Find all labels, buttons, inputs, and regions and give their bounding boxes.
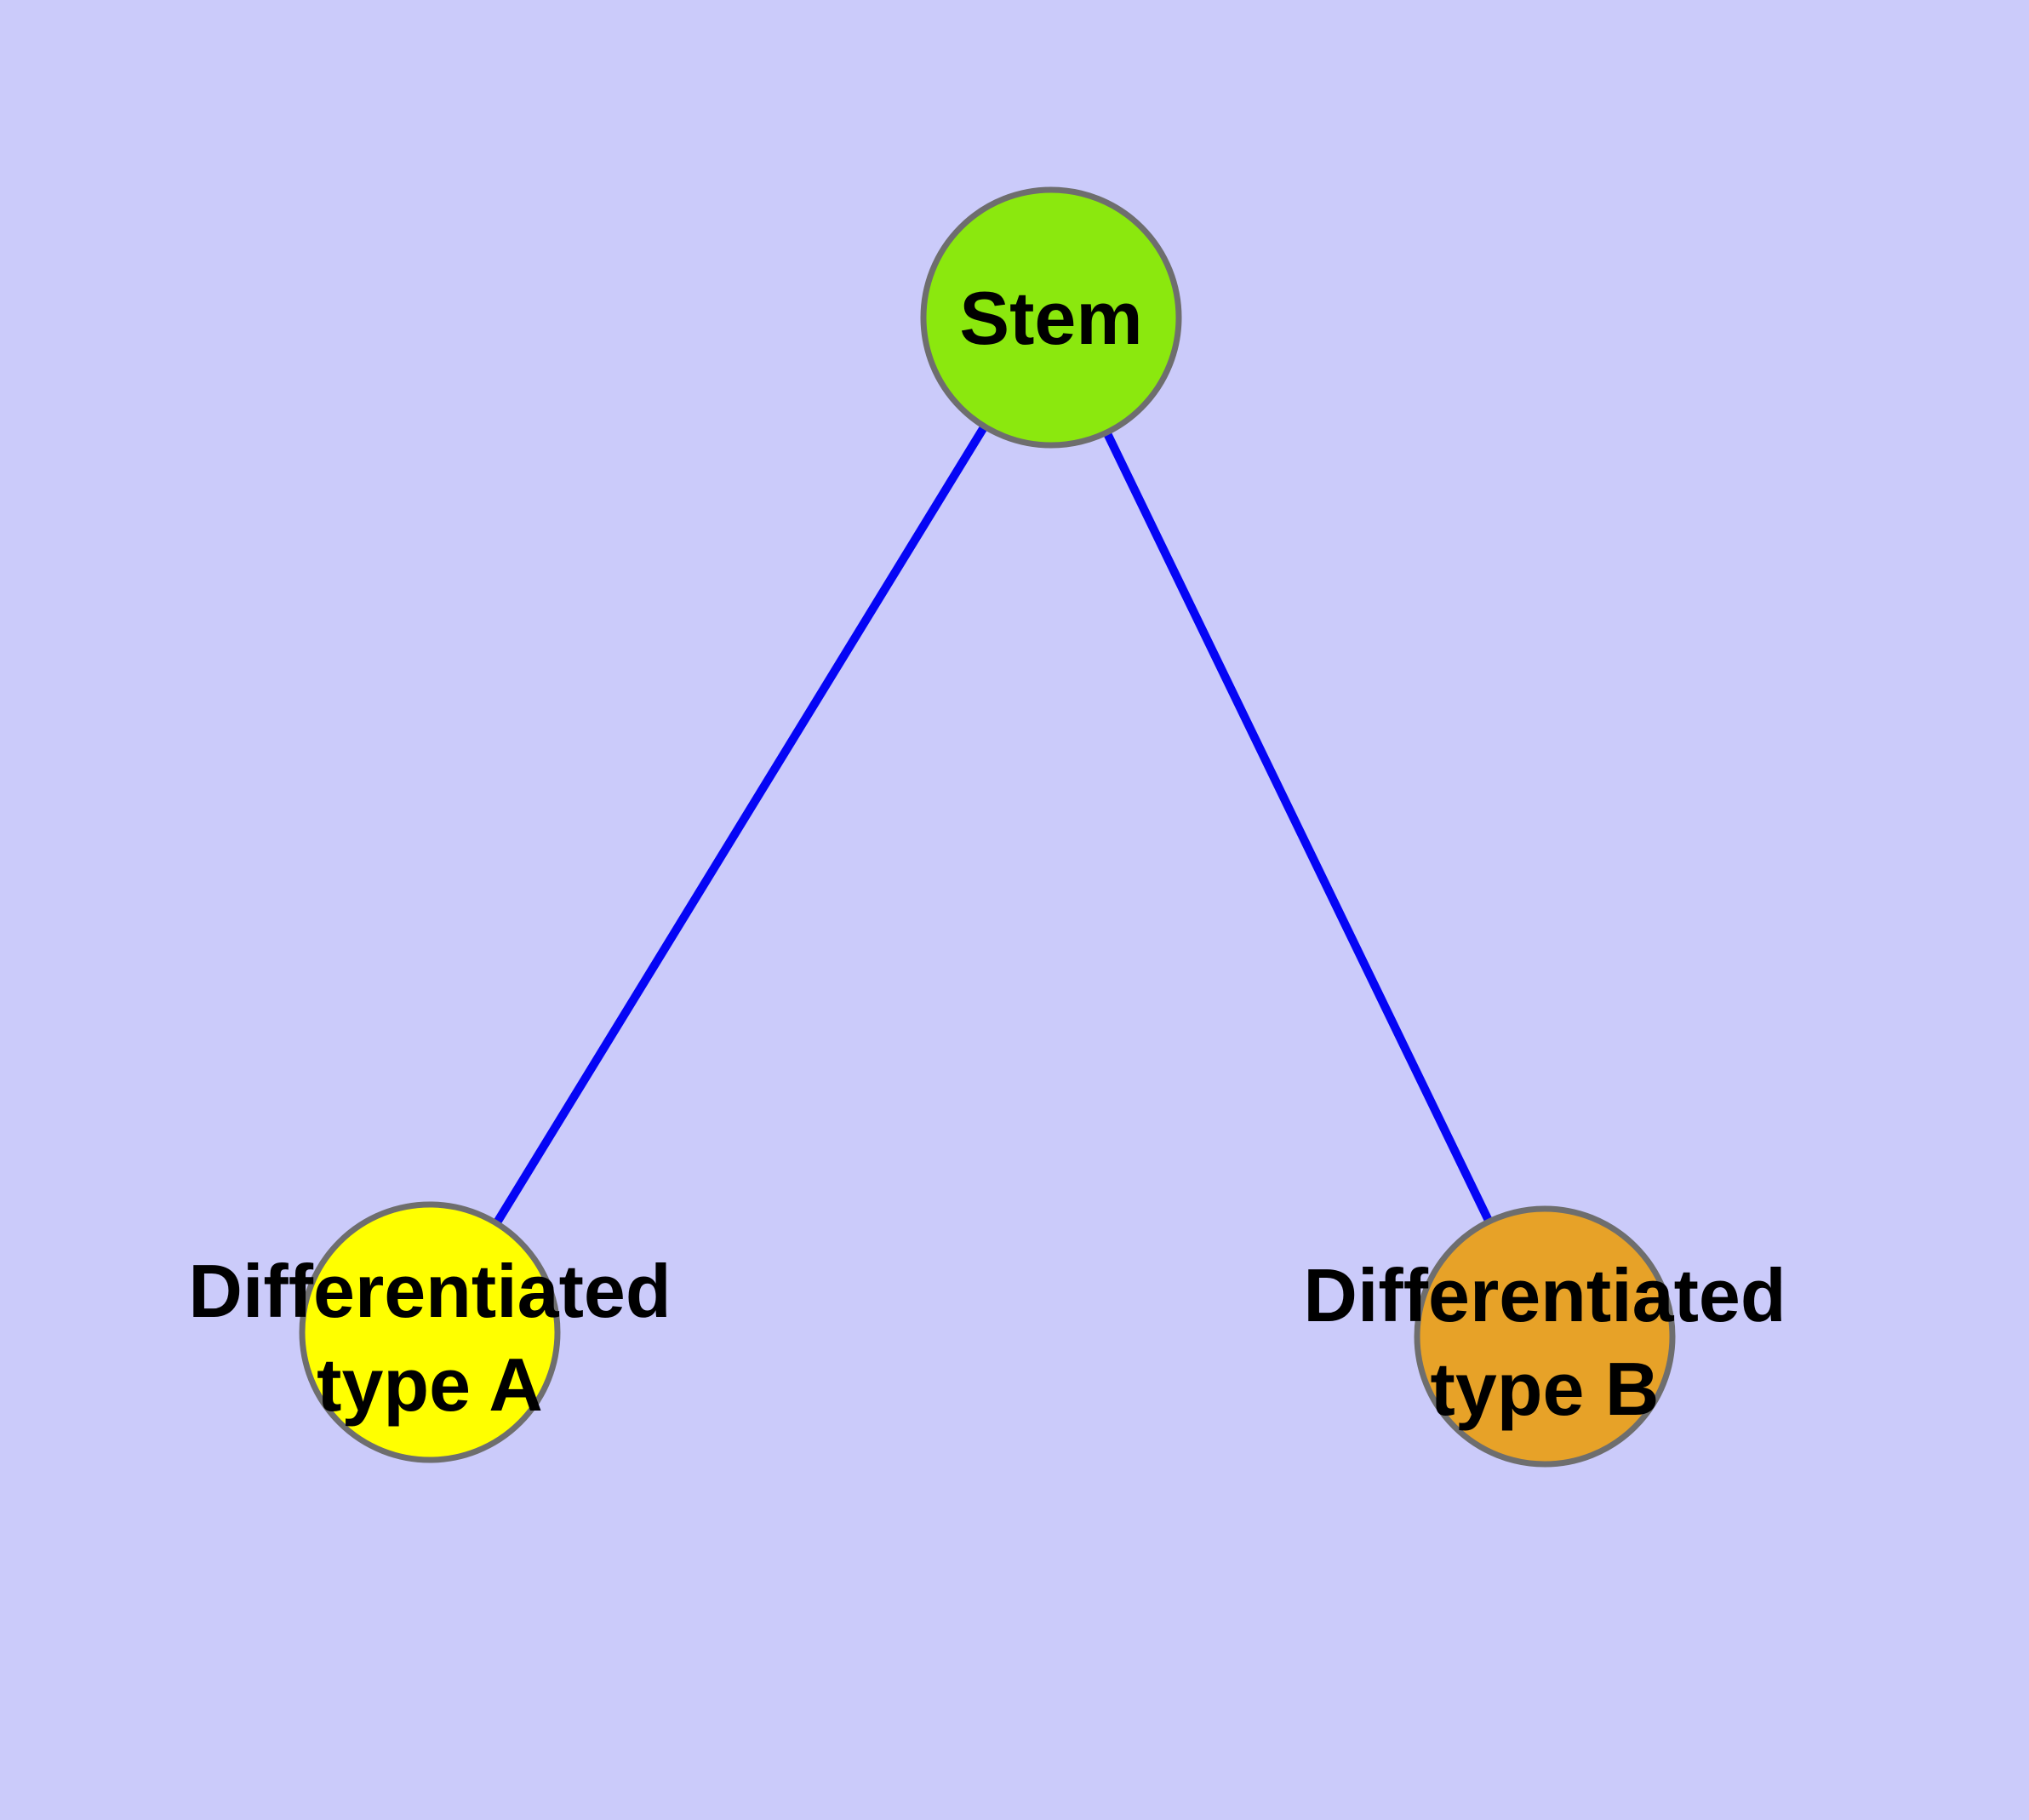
edges-layer (426, 315, 1549, 1339)
node-type-a-label-line-2: type A (317, 1342, 543, 1427)
node-type-a-label-line-1: Differentiated (188, 1249, 671, 1333)
node-type-b-label: Differentiated type B (1303, 1253, 1786, 1431)
edge-stem-to-type-a (426, 315, 1055, 1335)
node-type-b-label-line-1: Differentiated (1303, 1253, 1786, 1337)
node-stem-label-line-1: Stem (959, 276, 1142, 360)
node-stem-circle (920, 186, 1182, 449)
node-stem-label: Stem (959, 276, 1142, 360)
node-type-b-label-line-2: type B (1431, 1347, 1660, 1431)
node-type-a-label: Differentiated type A (188, 1249, 671, 1427)
node-type-a-circle (299, 1201, 561, 1463)
node-type-b-circle (1414, 1205, 1676, 1468)
edge-stem-to-type-b (1047, 315, 1549, 1339)
nodes-layer (299, 186, 1676, 1468)
